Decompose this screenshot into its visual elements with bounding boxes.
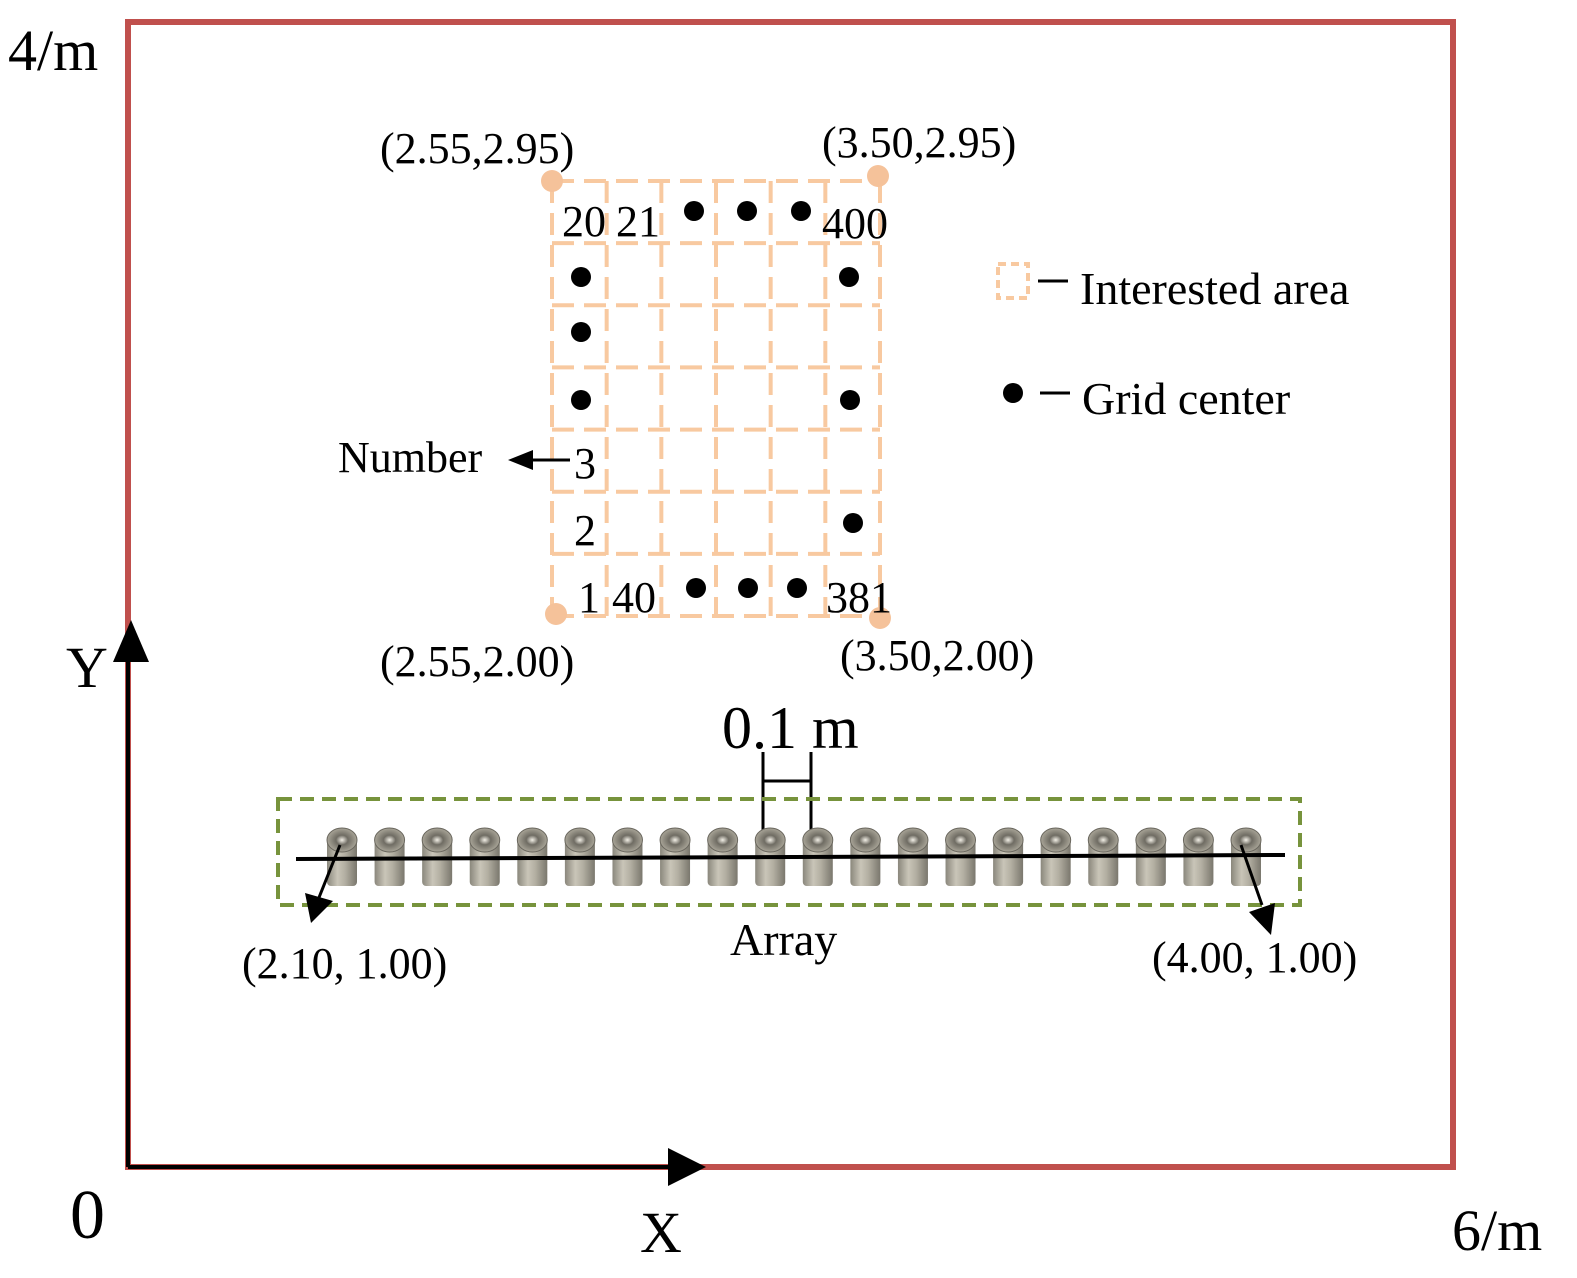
grid-number-381: 381	[826, 573, 892, 622]
array-line	[295, 853, 1286, 861]
grid-center-dot	[787, 578, 807, 598]
legend: Interested area Grid center	[996, 262, 1349, 424]
x-axis-label: X	[640, 1200, 682, 1265]
origin-label: 0	[70, 1177, 105, 1254]
microphone-head	[326, 827, 358, 853]
corner-label-top-right: (3.50,2.95)	[822, 118, 1016, 167]
x-axis-arrow	[128, 1148, 706, 1186]
microphone-head	[897, 827, 929, 853]
grid-center-dot	[684, 201, 704, 221]
x-max-label: 6/m	[1452, 1198, 1542, 1263]
y-axis-arrow	[113, 620, 149, 1167]
grid-center-dot	[738, 578, 758, 598]
microphone	[469, 827, 501, 886]
array-left-end-arrow	[305, 844, 342, 923]
array-right-end-arrow	[1239, 844, 1275, 935]
microphone-array	[326, 827, 1262, 886]
room-border	[125, 19, 1456, 1170]
array-label: Array	[730, 914, 837, 965]
array-left-end-label: (2.10, 1.00)	[242, 939, 447, 988]
microphone-head	[469, 827, 501, 853]
grid-center-dot	[737, 201, 757, 221]
microphone	[516, 827, 548, 886]
spacing-bracket	[761, 752, 813, 836]
grid-number-1: 1	[578, 573, 600, 622]
microphone-head	[1182, 827, 1214, 853]
grid-center-dot	[791, 201, 811, 221]
microphone	[326, 827, 358, 886]
number-callout-arrow	[508, 450, 570, 470]
legend-interested-area-label: Interested area	[1080, 263, 1349, 314]
corner-dot-bottom-left	[545, 603, 567, 625]
microphone	[659, 827, 691, 886]
grid-number-2: 2	[574, 506, 596, 555]
corner-dot-bottom-right	[869, 607, 891, 629]
microphone-head	[992, 827, 1024, 853]
microphone	[1135, 827, 1167, 886]
legend-interested-area-icon	[996, 262, 1030, 300]
corner-dot-top-right	[867, 165, 889, 187]
microphone-head	[1087, 827, 1119, 853]
microphone-head	[516, 827, 548, 853]
microphone-head	[849, 827, 881, 853]
microphone	[421, 827, 453, 886]
grid-center-dot	[840, 390, 860, 410]
y-max-label: 4/m	[8, 18, 98, 83]
interested-area-grid	[550, 179, 882, 618]
microphone-head	[754, 827, 786, 853]
grid-number-400: 400	[822, 199, 888, 248]
microphone-head	[374, 827, 406, 853]
grid-center-dot	[843, 513, 863, 533]
grid-number-20: 20	[562, 197, 606, 246]
corner-dot-top-left	[541, 170, 563, 192]
microphone-head	[659, 827, 691, 853]
array-box	[276, 797, 1302, 907]
microphone	[1182, 827, 1214, 886]
microphone	[992, 827, 1024, 886]
microphone-head	[707, 827, 739, 853]
grid-number-3: 3	[574, 439, 596, 488]
corner-label-bottom-left: (2.55,2.00)	[380, 637, 574, 686]
grid-number-21: 21	[616, 197, 660, 246]
grid-center-dot	[839, 267, 859, 287]
microphone-head	[421, 827, 453, 853]
microphone-head	[1135, 827, 1167, 853]
grid-center-dot	[571, 267, 591, 287]
array-right-end-label: (4.00, 1.00)	[1152, 933, 1357, 982]
microphone	[707, 827, 739, 886]
microphone	[374, 827, 406, 886]
grid-center-dots	[571, 201, 863, 598]
microphone	[564, 827, 596, 886]
microphone-head	[611, 827, 643, 853]
microphone	[802, 827, 834, 886]
microphone-head	[1040, 827, 1072, 853]
microphone	[1040, 827, 1072, 886]
corner-label-bottom-right: (3.50,2.00)	[840, 631, 1034, 680]
grid-center-dot	[571, 322, 591, 342]
y-axis-label: Y	[66, 635, 108, 700]
microphone-head	[1230, 827, 1262, 853]
number-callout-label: Number	[338, 433, 483, 482]
grid-center-dot	[686, 578, 706, 598]
microphone-head	[945, 827, 977, 853]
microphone	[849, 827, 881, 886]
microphone	[754, 827, 786, 886]
microphone	[897, 827, 929, 886]
legend-grid-center-icon	[1003, 383, 1023, 403]
microphone	[611, 827, 643, 886]
grid-number-40: 40	[612, 573, 656, 622]
microphone	[945, 827, 977, 886]
grid-center-dot	[571, 390, 591, 410]
corner-label-top-left: (2.55,2.95)	[380, 124, 574, 173]
microphone	[1087, 827, 1119, 886]
microphone-head	[564, 827, 596, 853]
legend-grid-center-label: Grid center	[1082, 373, 1290, 424]
array-spacing-label: 0.1 m	[722, 695, 859, 761]
microphone-head	[802, 827, 834, 853]
